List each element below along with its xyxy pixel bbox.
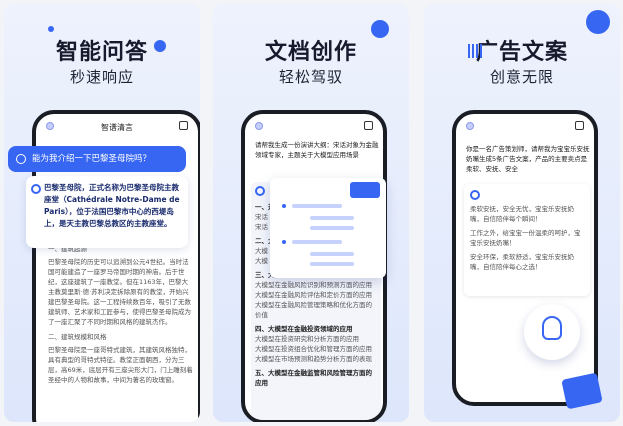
panel-title: 广告文案 xyxy=(475,40,568,65)
line xyxy=(310,262,354,266)
line xyxy=(310,252,354,256)
line xyxy=(292,240,342,244)
phone-frame: 你是一名广告策划师，请帮我为宝宝乐安抚奶嘴生成5条广告文案，产品的主要卖点是柔软… xyxy=(452,110,598,406)
body-line: 二、建筑规模和风格 xyxy=(48,333,107,341)
lightbulb-icon xyxy=(542,316,562,340)
decor-dot xyxy=(586,10,610,34)
list-item: 大模 xyxy=(255,257,268,265)
prompt-text: 请帮我生成一份演讲大纲：宋话对象为金融领域专家，主题关于大模型应用场景 xyxy=(255,141,379,159)
line xyxy=(310,226,354,230)
grid-dots-icon xyxy=(468,44,482,58)
question-icon xyxy=(16,154,26,164)
list-item: 大模型在金融风险识别和预测方面的应用 xyxy=(255,281,372,289)
decor-dot xyxy=(371,20,389,38)
app-header xyxy=(456,114,594,140)
avatar[interactable] xyxy=(46,122,54,130)
ai-logo-icon xyxy=(255,186,265,196)
copy-line: 柔软安抚，安全无忧，宝宝乐安抚奶嘴，自信陪伴每个瞬间！ xyxy=(470,205,574,223)
prompt-text: 你是一名广告策划师，请帮我为宝宝乐安抚奶嘴生成5条广告文案，产品的主要卖点是柔软… xyxy=(466,145,590,173)
avatar[interactable] xyxy=(466,122,474,130)
section-heading: 三、大模 xyxy=(255,271,281,279)
answer-text: 巴黎圣母院，正式名称为巴黎圣母院主教座堂（Cathédrale Notre-Da… xyxy=(44,183,180,228)
folder-icon xyxy=(350,182,380,198)
section-heading: 四、大模型在金融投资领域的应用 xyxy=(255,325,353,333)
app-title: 智谱清言 xyxy=(101,123,133,132)
new-chat-icon[interactable] xyxy=(364,121,373,130)
new-chat-icon[interactable] xyxy=(179,121,188,130)
new-chat-icon[interactable] xyxy=(575,121,584,130)
outline-illustration xyxy=(270,178,386,278)
question-text: 能为我介绍一下巴黎圣母院吗？ xyxy=(32,154,152,164)
panel-subtitle: 秒速响应 xyxy=(69,68,134,86)
list-item: 宋话 xyxy=(255,213,268,221)
question-bubble[interactable]: 能为我介绍一下巴黎圣母院吗？ xyxy=(8,146,186,172)
panel-title: 智能问答 xyxy=(55,40,148,65)
panel-subtitle: 轻松驾驭 xyxy=(278,68,343,86)
section-heading: 五、大模型在金融监管和风险管理方面的应用 xyxy=(255,369,372,387)
app-header: 智谱清言 xyxy=(36,114,198,140)
list-item: 宋话 xyxy=(255,223,268,231)
decor-dot xyxy=(48,26,54,32)
copy-card: 柔软安抚，安全无忧，宝宝乐安抚奶嘴，自信陪伴每个瞬间！ 工作之外，给宝宝一份温柔… xyxy=(464,184,590,296)
app-header xyxy=(245,114,383,140)
copy-line: 工作之外，给宝宝一份温柔的呵护，宝宝乐安抚奶嘴！ xyxy=(470,229,581,247)
decor-dot xyxy=(154,40,166,52)
panel-title: 文档创作 xyxy=(264,40,357,65)
answer-card: 巴黎圣母院，正式名称为巴黎圣母院主教座堂（Cathédrale Notre-Da… xyxy=(26,176,188,248)
section-heading: 二、大模 xyxy=(255,237,281,245)
line xyxy=(310,216,354,220)
list-item: 大模型在投资组合优化和管理方面的应用 xyxy=(255,345,372,353)
copy-line: 安全环保，柔软舒适，宝宝乐安抚奶嘴，自信陪伴每心之选！ xyxy=(470,253,574,271)
list-item: 大模型在市场预测和趋势分析方面的表现 xyxy=(255,355,372,363)
body-line: 巴黎圣母院的历史可以追溯到公元4世纪。当时法国可能建造了一座罗马帝国时期的神庙。… xyxy=(48,258,191,326)
body-line: 一、建筑起源 xyxy=(48,245,87,253)
line xyxy=(292,204,342,208)
list-item: 大模 xyxy=(255,247,268,255)
avatar[interactable] xyxy=(255,122,263,130)
list-item: 大模型在金融风险评估和定价方面的应用 xyxy=(255,291,372,299)
bullet xyxy=(282,240,286,244)
panel-ad-copy: 广告文案 创意无限 你是一名广告策划师，请帮我为宝宝乐安抚奶嘴生成5条广告文案，… xyxy=(424,4,620,422)
list-item: 大模型在投资研究和分析方面的应用 xyxy=(255,335,359,343)
ai-logo-icon xyxy=(470,190,480,200)
panel-smart-qa: 智能问答 秒速响应 智谱清言 一、建筑起源 巴黎圣母院的历史可以追溯到公元4世纪… xyxy=(4,4,200,422)
panel-subtitle: 创意无限 xyxy=(489,68,554,86)
ai-logo-icon xyxy=(31,184,41,194)
idea-box-icon xyxy=(561,372,603,410)
bullet xyxy=(282,204,286,208)
answer-body: 一、建筑起源 巴黎圣母院的历史可以追溯到公元4世纪。当时法国可能建造了一座罗马帝… xyxy=(48,244,194,385)
section-heading: 一、开场 xyxy=(255,203,281,211)
list-item: 大模型在金融风险管理策略和优化方面的价值 xyxy=(255,301,372,319)
body-line: 巴黎圣母院是一座哥特式建筑，其建筑风格独特，具有典型的哥特式特征。教堂正面朝西，… xyxy=(48,346,193,384)
